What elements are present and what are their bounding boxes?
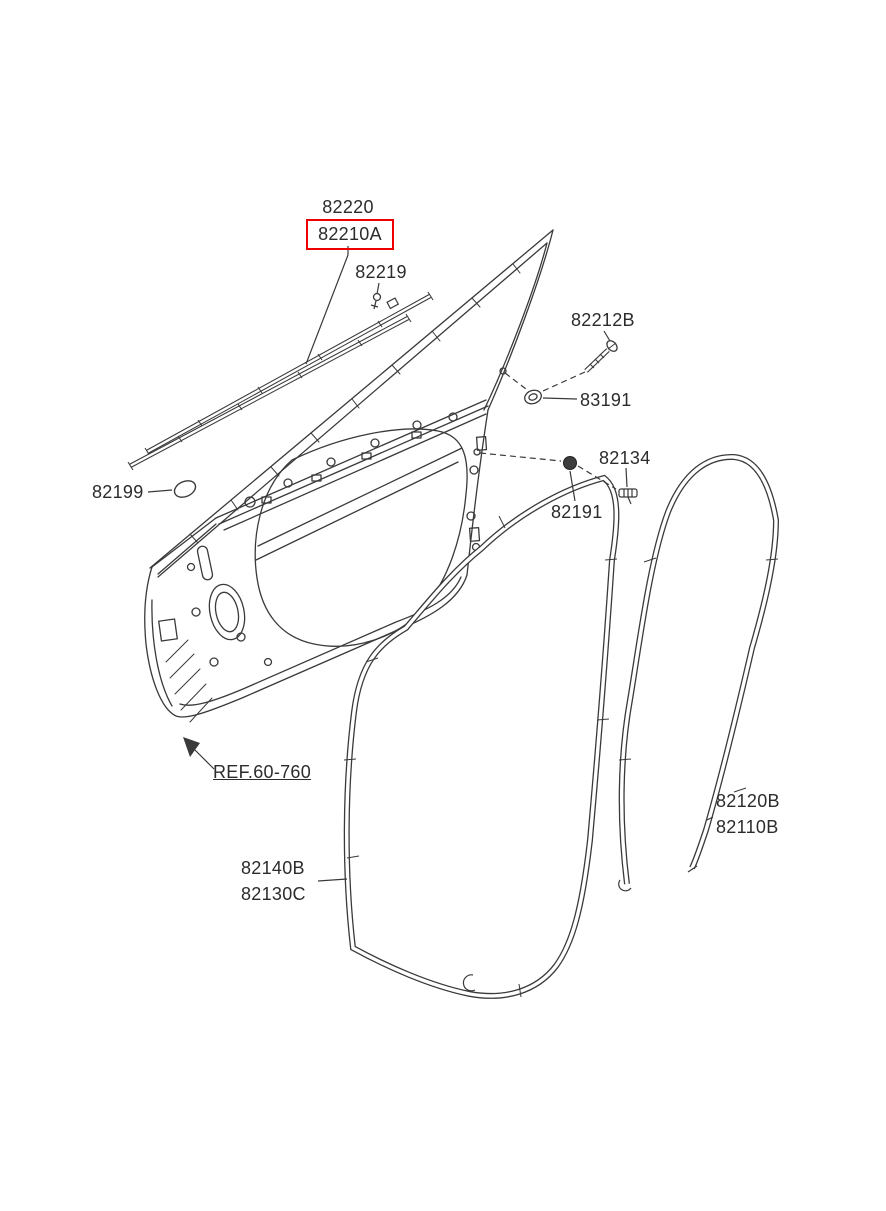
part-label-82130C[interactable]: 82130C [241,884,306,904]
plug-82191-icon [563,456,577,470]
grommet-83191-icon [524,389,542,405]
door-panel-illustration [144,229,554,723]
part-label-82120B[interactable]: 82120B [716,791,780,811]
part-label-82191[interactable]: 82191 [551,502,603,522]
part-label-82219[interactable]: 82219 [355,262,407,282]
screw-82212b-icon [584,340,618,373]
door-side-weatherstrip-illustration [618,453,780,892]
plug-82199-icon [173,480,197,498]
clip-82134-icon [618,488,638,505]
part-label-83191[interactable]: 83191 [580,390,632,410]
callout-leader-lines [147,246,714,882]
highlighted-part-label-82210A[interactable]: 82210A [306,219,394,250]
part-label-82110B[interactable]: 82110B [716,817,779,837]
belt-weatherstrip-upper-illustration [144,291,434,457]
part-label-82199[interactable]: 82199 [92,482,144,502]
door-opening-weatherstrip-illustration [343,474,620,999]
dashed-assembly-lines [479,371,617,490]
ref-arrow-icon [183,737,200,757]
part-label-82210A-text: 82210A [318,224,382,244]
part-label-82134[interactable]: 82134 [599,448,651,468]
part-label-82220[interactable]: 82220 [322,197,374,217]
part-label-82212B[interactable]: 82212B [571,310,635,330]
belt-weatherstrip-lower-illustration [127,297,412,471]
part-label-82140B[interactable]: 82140B [241,858,305,878]
clip-82219-icon [370,292,382,310]
ref-60-760-link[interactable]: REF.60-760 [213,762,312,782]
